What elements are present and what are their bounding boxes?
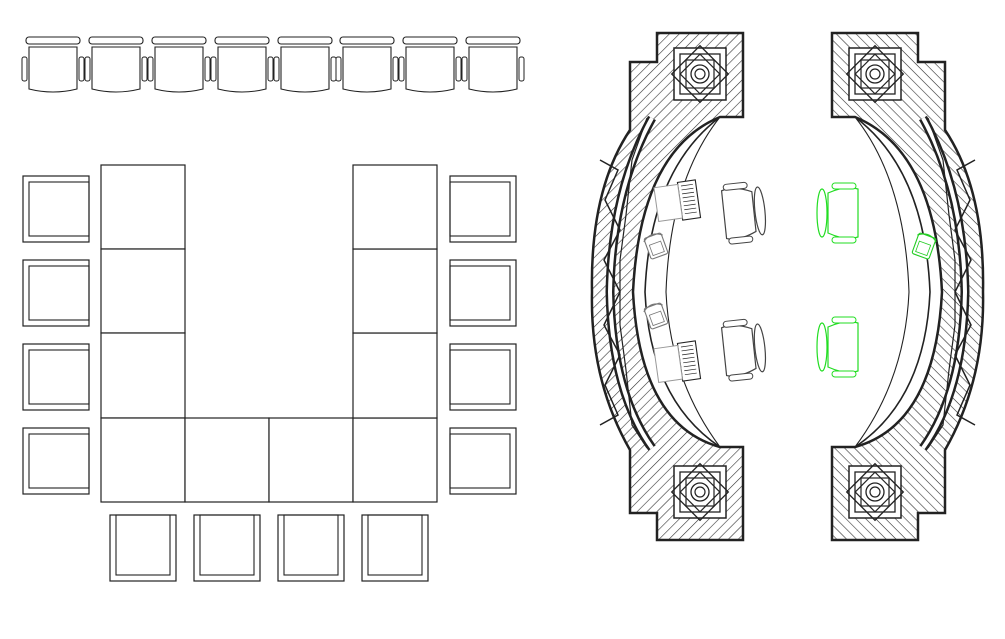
table-block xyxy=(352,248,438,334)
armchair-icon xyxy=(273,36,337,93)
office-chair-icon xyxy=(816,182,859,244)
table-block xyxy=(100,164,186,250)
office-chair-icon xyxy=(816,316,859,378)
u-shaped-table xyxy=(100,164,438,503)
square-chair-icon xyxy=(193,514,261,582)
square-chair-icon xyxy=(109,514,177,582)
top-chair-row xyxy=(21,36,525,93)
star-medallion-icon xyxy=(670,462,730,522)
table-block xyxy=(352,164,438,250)
office-chair-icon xyxy=(720,179,769,246)
left-side-chairs xyxy=(22,175,90,495)
star-medallion-icon xyxy=(845,462,905,522)
table-block xyxy=(268,417,354,503)
table-block xyxy=(352,417,438,503)
table-block xyxy=(100,332,186,419)
table-block xyxy=(100,417,186,503)
armchair-icon xyxy=(398,36,462,93)
armchair-icon xyxy=(335,36,399,93)
bottom-chairs xyxy=(109,514,429,582)
square-chair-icon xyxy=(22,427,90,495)
square-chair-icon xyxy=(449,427,517,495)
square-chair-icon xyxy=(449,343,517,411)
square-chair-icon xyxy=(449,175,517,243)
square-chair-icon xyxy=(22,343,90,411)
square-chair-icon xyxy=(449,259,517,327)
table-block xyxy=(100,248,186,334)
right-side-chairs xyxy=(449,175,517,495)
square-chair-icon xyxy=(361,514,429,582)
armchair-icon xyxy=(21,36,85,93)
armchair-icon xyxy=(147,36,211,93)
armchair-icon xyxy=(461,36,525,93)
reception-desk-left xyxy=(590,31,745,542)
star-medallion-icon xyxy=(670,44,730,104)
square-chair-icon xyxy=(22,175,90,243)
reception-desk-right xyxy=(830,31,985,542)
square-chair-icon xyxy=(22,259,90,327)
table-block xyxy=(352,332,438,419)
armchair-icon xyxy=(210,36,274,93)
armchair-icon xyxy=(84,36,148,93)
table-block xyxy=(184,417,270,503)
square-chair-icon xyxy=(277,514,345,582)
laptop-icon xyxy=(653,340,702,385)
laptop-icon xyxy=(653,179,702,224)
star-medallion-icon xyxy=(845,44,905,104)
office-chair-icon xyxy=(720,316,769,383)
